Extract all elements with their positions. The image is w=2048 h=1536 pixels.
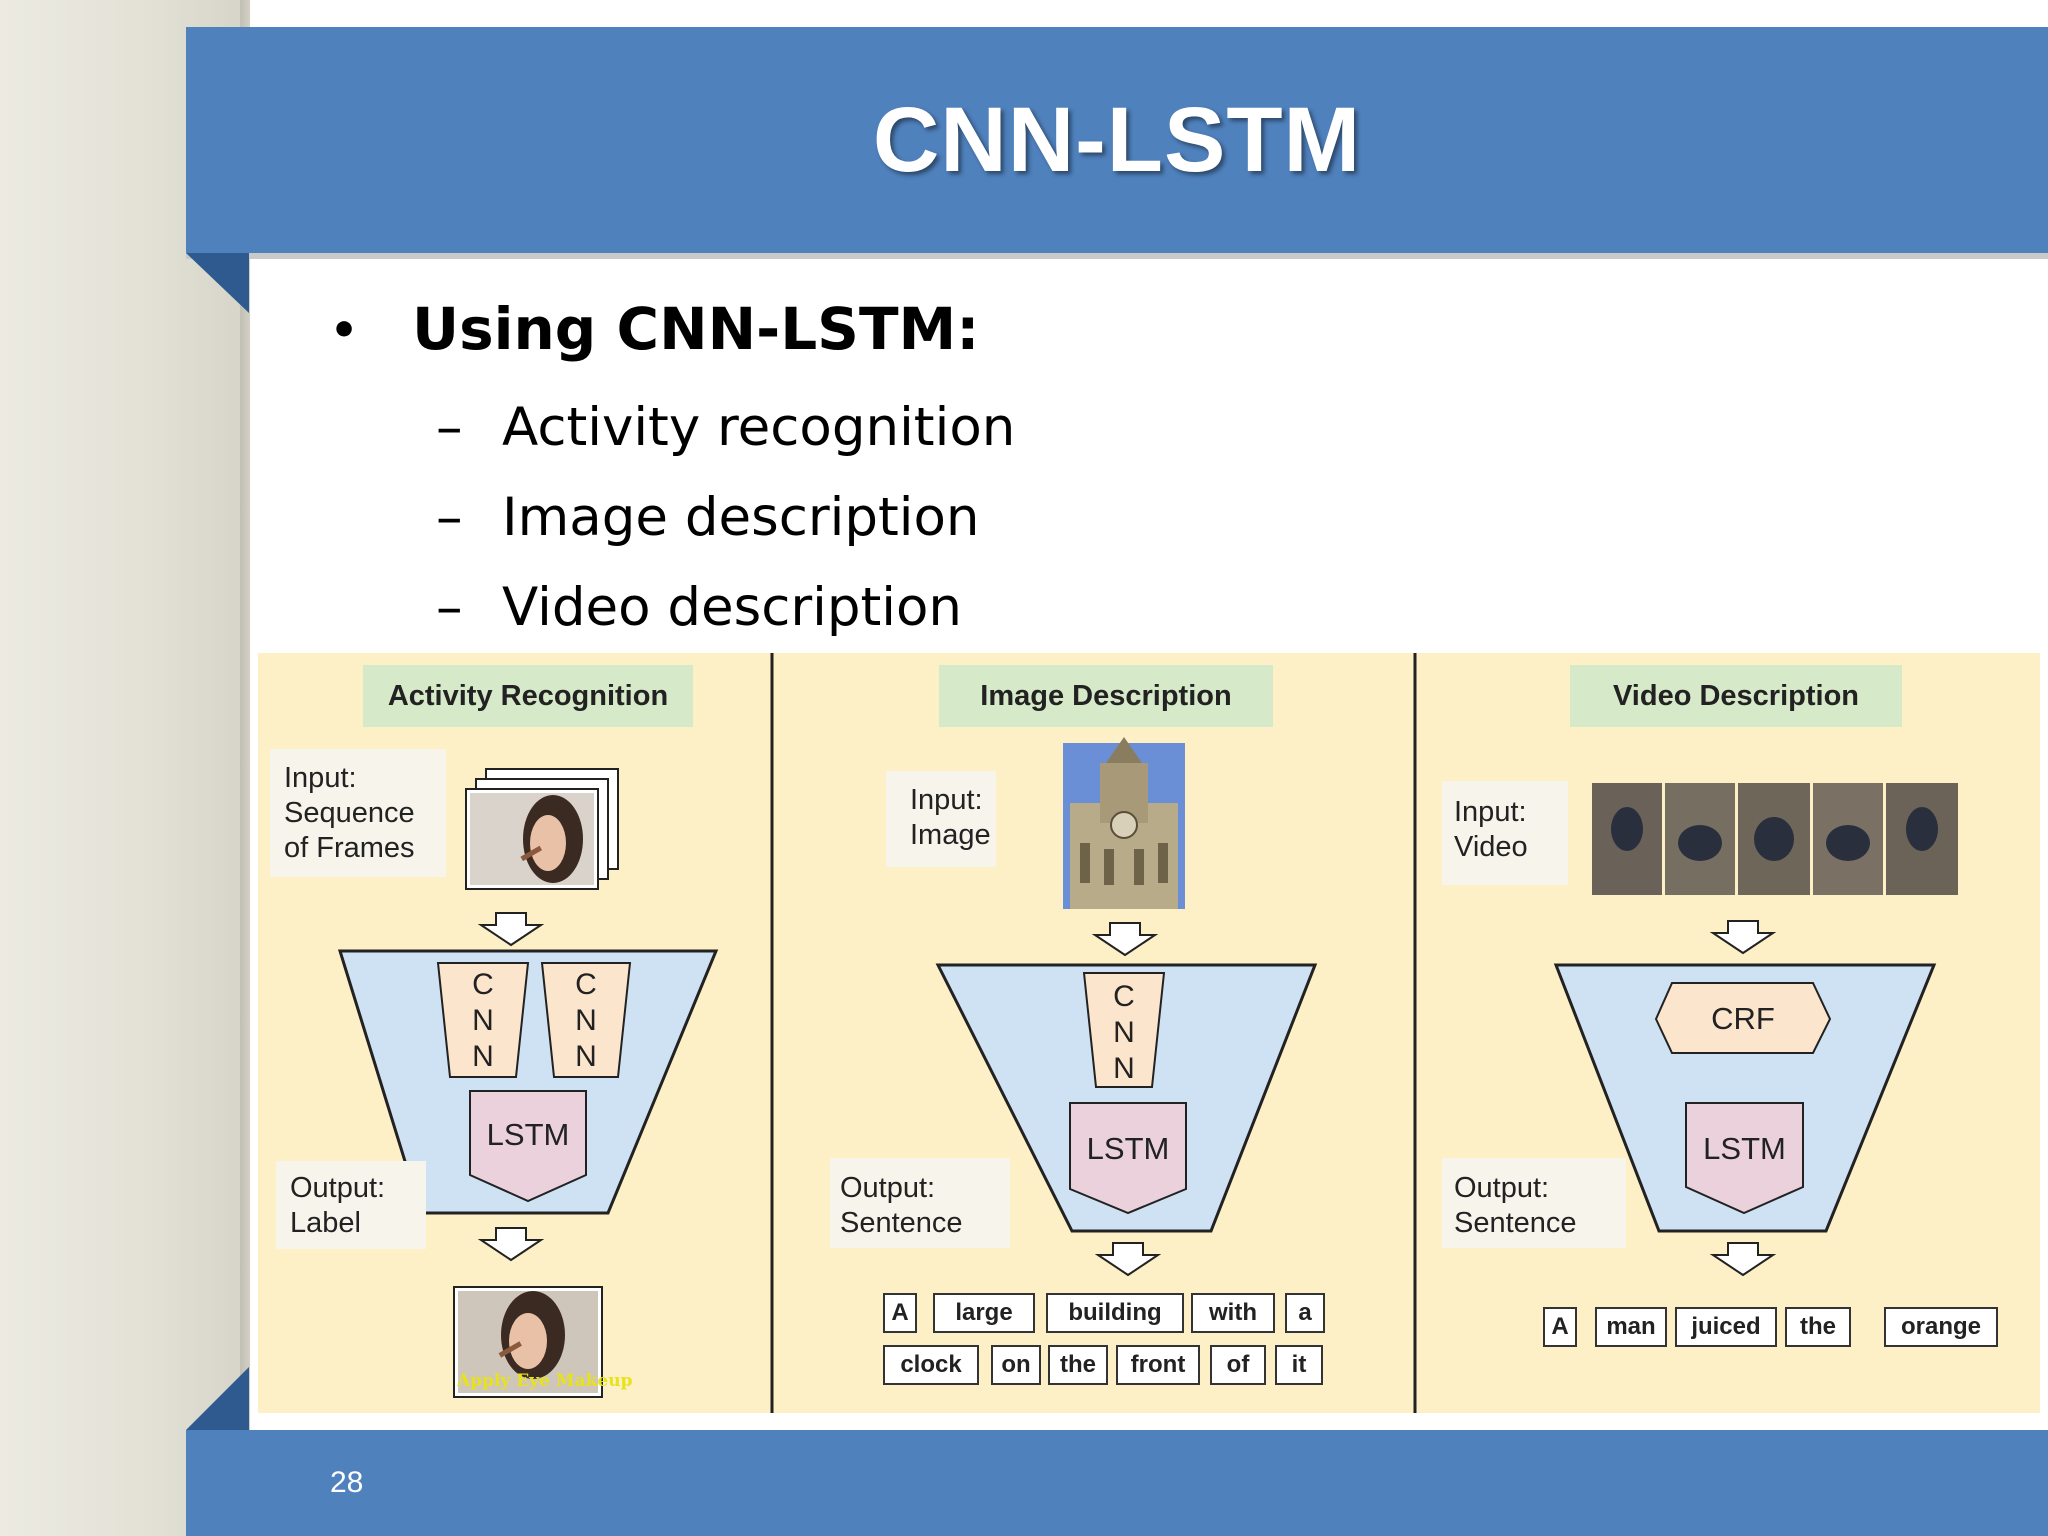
- video-crf-label: CRF: [1711, 1001, 1775, 1036]
- activity-lstm-block: [469, 1090, 587, 1203]
- word-box: A: [883, 1293, 917, 1333]
- sub-item-text: Video description: [502, 577, 963, 638]
- activity-output-label-box: [276, 1161, 426, 1249]
- activity-lstm-label: LSTM: [486, 1117, 570, 1152]
- word-box: A: [1543, 1307, 1577, 1347]
- activity-input-label-box: [270, 749, 446, 877]
- word-box: clock: [883, 1345, 979, 1385]
- activity-arrow-down-1: [477, 912, 545, 947]
- word-box: the: [1048, 1345, 1108, 1385]
- activity-cnn-block-2: [540, 962, 632, 1078]
- activity-input-label: Input: Sequence of Frames: [284, 762, 415, 864]
- video-lstm-label: LSTM: [1703, 1131, 1786, 1166]
- cnn-lstm-figure: Activity Recognition Image Description V…: [258, 653, 2040, 1413]
- activity-title: Activity Recognition: [363, 665, 693, 727]
- video-funnel: [1553, 963, 1937, 1233]
- image-funnel: [935, 963, 1318, 1233]
- word-box: orange: [1884, 1307, 1998, 1347]
- figure-graphics: [337, 653, 1958, 1413]
- sub-item-text: Image description: [502, 487, 980, 548]
- page-number: 28: [330, 1466, 364, 1499]
- dash-symbol: –: [436, 487, 463, 548]
- video-crf-block: [1654, 982, 1832, 1054]
- image-lstm-block: [1069, 1102, 1187, 1215]
- activity-input-frames: [465, 768, 619, 890]
- video-arrow-down-2: [1709, 1242, 1777, 1277]
- activity-cnn-block-1: [436, 962, 530, 1078]
- activity-output-caption: Apply Eye Makeup: [457, 1371, 633, 1391]
- word-box: man: [1595, 1307, 1667, 1347]
- word-box: front: [1116, 1345, 1200, 1385]
- activity-cnn-label-1: C N N: [472, 968, 494, 1073]
- activity-cnn-label-2: C N N: [575, 968, 597, 1073]
- dash-symbol: –: [436, 397, 463, 458]
- dash-symbol: –: [436, 577, 463, 638]
- word-box: building: [1046, 1293, 1184, 1333]
- word-box: on: [991, 1345, 1041, 1385]
- header-band: [186, 27, 2048, 253]
- footer-band: [186, 1430, 2048, 1536]
- image-arrow-down-2: [1094, 1242, 1162, 1277]
- video-arrow-down-1: [1709, 920, 1777, 955]
- word-box: large: [933, 1293, 1035, 1333]
- image-input-label-box: [886, 771, 996, 867]
- video-title: Video Description: [1570, 665, 1902, 727]
- word-box: with: [1191, 1293, 1275, 1333]
- page-shadow: [240, 0, 252, 1536]
- image-cnn-block: [1082, 972, 1166, 1088]
- image-output-label-box: [830, 1158, 1010, 1248]
- footer-fold: [186, 1367, 249, 1430]
- video-lstm-block: [1685, 1102, 1804, 1215]
- image-input-photo: [1063, 737, 1185, 909]
- video-output-label-box: [1442, 1158, 1626, 1248]
- bullet-text: Using CNN-LSTM:: [412, 295, 980, 363]
- word-box: a: [1285, 1293, 1325, 1333]
- image-output-label: Output: Sentence: [840, 1172, 963, 1239]
- video-input-frames: [1592, 783, 1958, 895]
- image-input-label: Input: Image: [910, 784, 991, 851]
- image-arrow-down-1: [1091, 922, 1159, 957]
- slide-title: CNN-LSTM: [872, 88, 1362, 191]
- activity-arrow-down-2: [477, 1227, 545, 1262]
- activity-output-label: Output: Label: [290, 1172, 386, 1239]
- image-lstm-label: LSTM: [1086, 1131, 1170, 1166]
- video-output-label: Output: Sentence: [1454, 1172, 1577, 1239]
- image-cnn-label: C N N: [1113, 980, 1135, 1085]
- bullet-symbol: •: [330, 305, 359, 356]
- video-input-label-box: [1442, 781, 1568, 885]
- word-box: the: [1785, 1307, 1851, 1347]
- word-box: of: [1210, 1345, 1266, 1385]
- video-input-label: Input: Video: [1454, 796, 1528, 863]
- word-box: it: [1275, 1345, 1323, 1385]
- header-fold: [186, 253, 249, 313]
- sub-item-text: Activity recognition: [502, 397, 1016, 458]
- image-title: Image Description: [939, 665, 1273, 727]
- activity-output-image: [453, 1286, 603, 1398]
- word-box: juiced: [1675, 1307, 1777, 1347]
